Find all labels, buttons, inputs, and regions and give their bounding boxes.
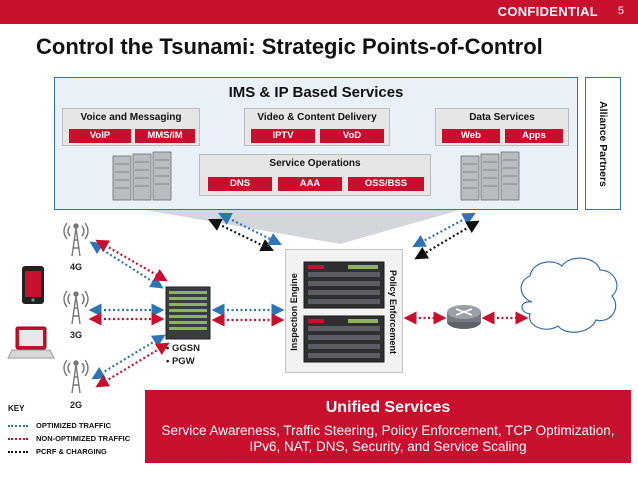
internet-cloud-icon xyxy=(520,257,618,333)
service-chip-voip: VoIP xyxy=(69,129,131,143)
optimized-traffic-arrow xyxy=(89,241,164,289)
group-title: Data Services xyxy=(469,112,535,123)
optimized-traffic-arrow xyxy=(412,212,476,248)
unified-services-box: Unified Services Service Awareness, Traf… xyxy=(145,390,631,463)
policy-appliance: Inspection Engine Policy Enforcement xyxy=(285,249,403,373)
voice-messaging-group: Voice and Messaging VoIP MMS/IM xyxy=(62,108,200,146)
key-label: OPTIMIZED TRAFFIC xyxy=(36,421,111,430)
key-swatch xyxy=(8,451,28,454)
cell-tower-3g-icon xyxy=(63,290,89,325)
service-chip-mms: MMS/IM xyxy=(135,129,195,143)
gateway-label-pgw: • PGW xyxy=(166,356,195,367)
inspection-engine-label: Inspection Engine xyxy=(289,273,299,351)
laptop-icon xyxy=(7,326,55,359)
key-title: KEY xyxy=(8,404,25,413)
slide-title: Control the Tsunami: Strategic Points-of… xyxy=(36,34,543,59)
service-chip-iptv: IPTV xyxy=(251,129,315,143)
server-rack-icon xyxy=(112,151,172,201)
video-content-group: Video & Content Delivery IPTV VoD xyxy=(244,108,390,146)
cell-tower-4g-icon xyxy=(63,222,89,257)
service-operations-group: Service Operations DNS AAA OSS/BSS xyxy=(199,154,431,196)
service-chip-aaa: AAA xyxy=(278,177,342,191)
ims-title: IMS & IP Based Services xyxy=(228,84,404,101)
ims-services-box: IMS & IP Based Services Voice and Messag… xyxy=(54,77,578,210)
smartphone-icon xyxy=(22,266,44,304)
server-rack-icon xyxy=(460,151,520,201)
non-optimized-traffic-arrow xyxy=(95,342,170,388)
page-number: 5 xyxy=(617,5,624,17)
funnel-shape xyxy=(145,210,460,244)
service-chip-oss-bss: OSS/BSS xyxy=(348,177,424,191)
header-bar: CONFIDENTIAL 5 xyxy=(0,0,638,24)
key-swatch xyxy=(8,438,28,441)
unified-services-description: Service Awareness, Traffic Steering, Pol… xyxy=(161,423,615,454)
confidential-label: CONFIDENTIAL xyxy=(497,4,598,19)
appliance-chassis-icon xyxy=(303,261,385,363)
cell-tower-2g-icon xyxy=(63,359,89,394)
tower-label-3g: 3G xyxy=(70,330,83,340)
key-item-pcrf: PCRF & CHARGING xyxy=(8,447,107,456)
policy-enforcement-label: Policy Enforcement xyxy=(388,269,398,355)
group-title: Service Operations xyxy=(269,158,361,169)
pcrf-charging-arrow xyxy=(414,220,480,260)
alliance-partners-box: Alliance Partners xyxy=(585,77,621,210)
tower-label-2g: 2G xyxy=(70,400,83,410)
gateway-rack-icon xyxy=(165,286,211,340)
service-chip-apps: Apps xyxy=(505,129,563,143)
non-optimized-traffic-arrow xyxy=(95,239,168,282)
group-title: Video & Content Delivery xyxy=(257,112,377,123)
key-item-non-optimized: NON-OPTIMIZED TRAFFIC xyxy=(8,434,130,443)
key-label: PCRF & CHARGING xyxy=(36,447,107,456)
group-title: Voice and Messaging xyxy=(80,112,182,123)
key-label: NON-OPTIMIZED TRAFFIC xyxy=(36,434,131,443)
optimized-traffic-arrow xyxy=(218,213,282,245)
service-chip-dns: DNS xyxy=(208,177,272,191)
service-chip-vod: VoD xyxy=(320,129,384,143)
key-swatch xyxy=(8,425,28,428)
gateway-label-ggsn: • GGSN xyxy=(166,343,200,354)
key-item-optimized: OPTIMIZED TRAFFIC xyxy=(8,421,111,430)
tower-label-4g: 4G xyxy=(70,262,83,272)
optimized-traffic-arrow xyxy=(91,334,166,380)
data-services-group: Data Services Web Apps xyxy=(435,108,569,146)
service-chip-web: Web xyxy=(442,129,500,143)
router-icon xyxy=(447,305,481,329)
unified-services-title: Unified Services xyxy=(325,399,451,416)
